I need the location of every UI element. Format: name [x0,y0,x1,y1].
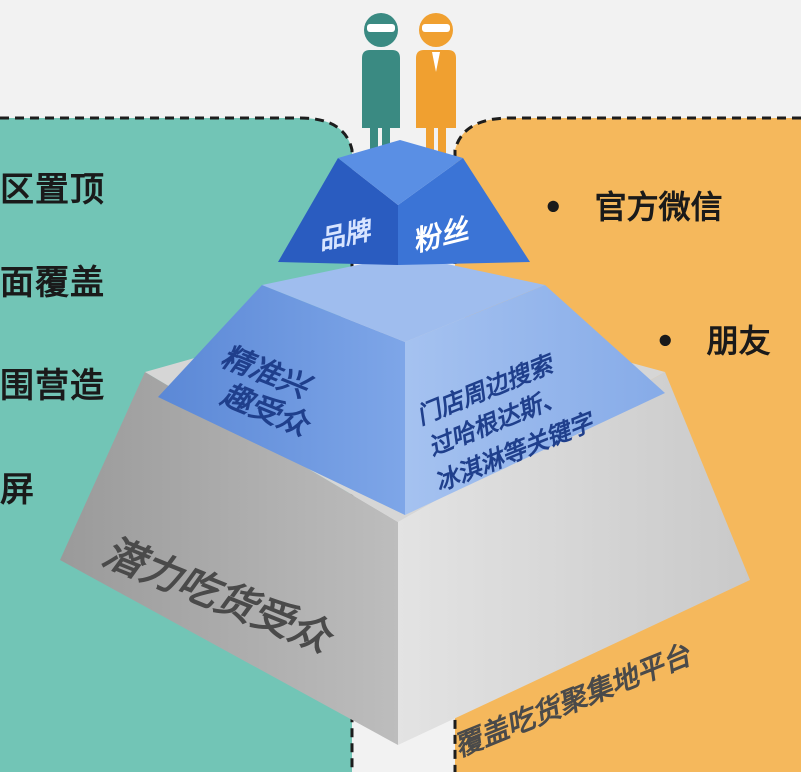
right-bullet-2: • 朋友 [655,316,771,362]
pyramid-middle-left-face [158,285,405,515]
right-item-2-label: 朋友 [706,322,771,360]
person-icon-left [362,13,400,160]
right-bullet-1: • 官方微信 [543,182,723,228]
left-line-1: 区置顶 [0,170,105,210]
pyramid-middle-right-face [405,285,665,515]
pyramid-bottom-left-face [60,372,398,745]
left-line-3: 围营造 [0,366,105,406]
bullet-symbol: • [543,188,564,226]
bullet-symbol: • [655,322,676,360]
pyramid-middle-top-face [262,255,545,342]
pyramid-top-left-face [278,158,398,265]
left-line-4: 屏 [0,470,35,510]
pyramid-top-right-face [398,158,530,265]
pyramid-top-top-face [338,140,463,205]
pyramid-bottom-right-face [398,372,750,745]
right-item-1-label: 官方微信 [594,188,723,226]
right-panel-dashed-border [453,116,801,772]
left-line-2: 面覆盖 [0,263,105,303]
left-panel-dashed-border [0,116,354,772]
person-icon-right [416,13,456,160]
